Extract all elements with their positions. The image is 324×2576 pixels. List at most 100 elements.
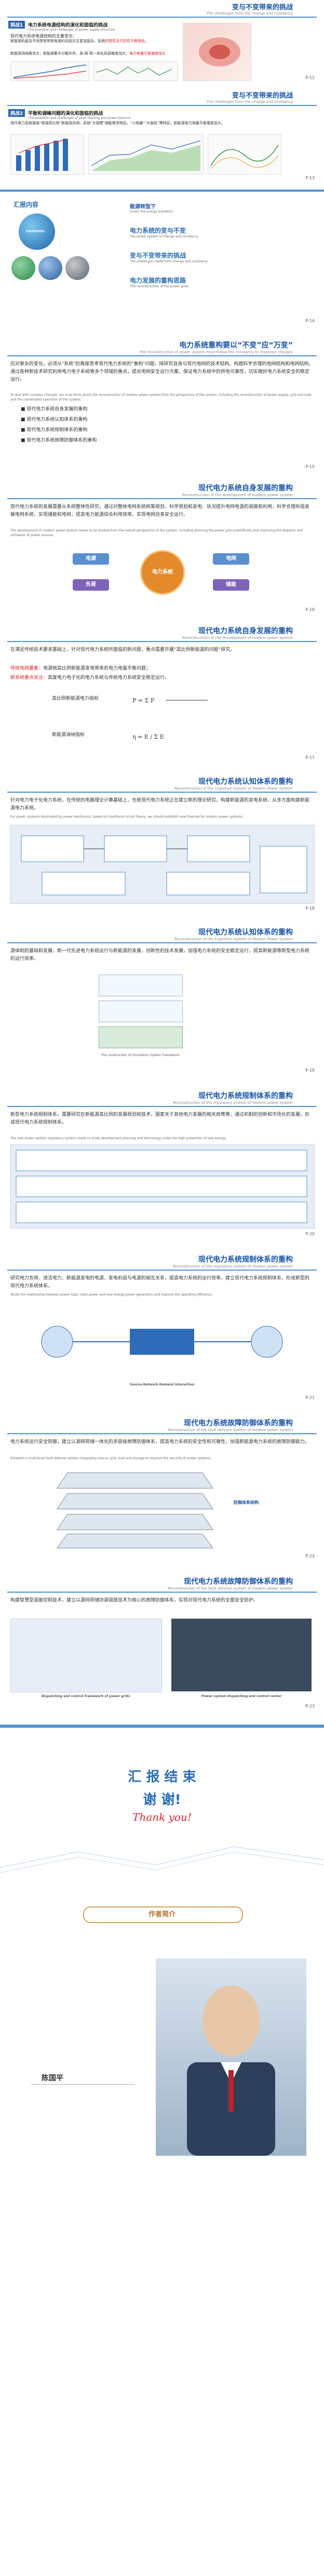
slide-fault-defense-1: 现代电力系统故障防御体系的重构 Reconstruction of the fa… xyxy=(0,1416,324,1566)
divider xyxy=(7,105,317,106)
divider xyxy=(7,1270,317,1271)
slide-subtitle: Reconstruction of the fault defense syst… xyxy=(168,1428,293,1432)
divider xyxy=(7,942,317,943)
bullet-item: ■ 现代电力系统认知体系的重构 xyxy=(21,417,88,422)
slide-fault-defense-2: 现代电力系统故障防御体系的重构 Reconstruction of the fa… xyxy=(0,1574,324,1714)
formula-2: η = E / Σ E xyxy=(130,726,234,747)
dispatch-framework-diagram xyxy=(10,1619,162,1692)
area-chart-image xyxy=(88,134,204,175)
slide-reconstruction-principle: 电力系统重构要以“不变”应“万变” The reconstruction of … xyxy=(0,338,324,475)
divider xyxy=(7,17,317,18)
contents-item-1-en: The power system is change and constancy xyxy=(130,235,198,238)
contents-en: Contents xyxy=(26,229,45,233)
defense-layers-diagram xyxy=(47,1467,223,1551)
slide-self-development-1: 现代电力系统自身发展的重构 Reconstruction of the deve… xyxy=(0,481,324,618)
page-number: P-17 xyxy=(305,755,315,760)
slide-subtitle: The challenges from the change and const… xyxy=(206,100,293,104)
circuit-diagram-graphic xyxy=(21,835,307,896)
load-chart-image xyxy=(93,61,178,81)
slide-closing: 汇 报 结 束 谢 谢! Thank you! xyxy=(0,1725,324,1880)
page-number: P-21 xyxy=(305,1395,315,1400)
circuit-diagram xyxy=(10,825,315,904)
formula-label-2: 新能源消纳指标 xyxy=(52,732,85,738)
slide-contents: 汇报内容 Contents 能源转型下 Under the energy tra… xyxy=(0,190,324,330)
regulatory-framework-diagram xyxy=(10,1144,315,1229)
page-number: P-23 xyxy=(305,1704,315,1709)
section-heading: 能源转型下 xyxy=(130,204,156,210)
slide-title: 现代电力系统认知体系的重构 xyxy=(198,928,293,937)
slide-regulatory-system-1: 现代电力系统规制体系的重构 Reconstruction of the regu… xyxy=(0,1088,324,1244)
formula-label-1: 高比例新能源电力指标 xyxy=(52,696,99,701)
slide-heading: 电力系统电源结构的演化和面临的挑战 xyxy=(28,23,108,28)
author-photo xyxy=(156,1958,306,2156)
slide-title: 现代电力系统故障防御体系的重构 xyxy=(184,1578,293,1586)
author-name-rule xyxy=(31,2084,135,2085)
slide-cognitive-system-2: 现代电力系统认知体系的重构 Reconstruction of the Cogn… xyxy=(0,925,324,1080)
page-number: P-14 xyxy=(305,318,315,323)
system-center-label: 电力系统 xyxy=(152,569,173,575)
contents-item-1: 电力系统的变与不变 xyxy=(130,227,186,234)
slide-subtitle: The challenges from the change and const… xyxy=(206,11,293,16)
slide-subtitle: Reconstruction of the fault defense syst… xyxy=(168,1586,293,1591)
figure-caption-left: Dispatching and control framework of pow… xyxy=(41,1694,130,1698)
tower-icon xyxy=(65,256,89,280)
slide-title: 电力系统重构要以“不变”应“万变” xyxy=(179,341,293,350)
challenge-tag: 挑战1 xyxy=(8,21,25,29)
node-storage: 储能 xyxy=(213,579,249,591)
slide-heading-en: The evolution and challenges of power su… xyxy=(28,28,115,32)
slide-body-en: Establish a multi-level fault defense sy… xyxy=(10,1457,211,1460)
framework-box-top xyxy=(99,975,183,996)
top-band xyxy=(0,190,324,192)
slide-title: 变与不变带来的挑战 xyxy=(232,4,293,11)
slide-body-en: To deal with complex changes, we must th… xyxy=(10,393,312,402)
slide-body-en: Study the relationship between power loa… xyxy=(10,1293,213,1297)
closing-line-1: 汇 报 结 束 xyxy=(128,1769,196,1785)
page-number: P-12 xyxy=(305,75,315,80)
defense-layers-graphic xyxy=(57,1472,213,1549)
slide-title: 现代电力系统认知体系的重构 xyxy=(198,778,293,786)
source-network-diagram xyxy=(10,1303,314,1381)
slide-body: 现代电力系统的发展需要从系统整体性研究，通过对整体电网系统统筹规划、科学规划和发… xyxy=(10,504,310,517)
slide-cognitive-system-1: 现代电力系统认知体系的重构 Reconstruction of the Cogn… xyxy=(0,774,324,917)
challenge-tag: 挑战2 xyxy=(8,109,25,117)
slide-body: 新型电力系统规制体系，需要研究在新能源高比例的发展规划和技术，国家关于其他电力发… xyxy=(10,1112,310,1125)
closing-band xyxy=(0,1725,324,1728)
earth-icon xyxy=(11,256,35,280)
svg-text:P = Σ P: P = Σ P xyxy=(132,697,155,704)
side-label: 防御体系结构 xyxy=(234,1500,259,1505)
page-number: P-22 xyxy=(305,1554,315,1558)
slide-body: 应对复杂的变化，必须从"系统"的角度思考现代电力系统的"重构"问题，除研究自身与… xyxy=(10,362,314,382)
node-load: 负荷 xyxy=(73,579,109,591)
heatmap-image xyxy=(183,23,251,81)
line-chart-graphic xyxy=(13,64,87,79)
bullet-item: ■ 现代电力系统故障防御体系的重构 xyxy=(21,438,97,443)
slide-body-en: For power systems dominated by power ele… xyxy=(10,815,244,819)
formula-graphic-1: P = Σ P xyxy=(132,697,208,704)
svg-text:η = E / Σ E: η = E / Σ E xyxy=(132,733,164,740)
red-point-1: 传统电网要素：电源侧高比例新能源发电带来的电力电量平衡问题； xyxy=(10,666,151,671)
slide-body: 针对电力电子化电力系统，在传统的电路理论计算基础上，也是现代电力系统正在建立新的… xyxy=(10,798,310,811)
slide-title: 现代电力系统规制体系的重构 xyxy=(198,1256,293,1264)
slide-body-en: The development of modern power system n… xyxy=(10,529,303,537)
slide-body: 现代电力系统面临“极端高比例”新能源并网，系统"大规模"储能需求明显，“小电量”… xyxy=(10,121,225,125)
page-number: P-15 xyxy=(305,464,315,469)
page-number: P-18 xyxy=(305,906,315,911)
slide-subtitle: Reconstruction of the Cognitive System o… xyxy=(174,786,293,791)
red-point-2: 新系统重点关注：高度电力电子化的电力系统与传统电力系统安全稳定运行。 xyxy=(10,675,170,680)
slide-body: 电力系统运行安全防御，建立以源网荷储一体化的多层级故障防御体系，提高电力系统的安… xyxy=(10,1439,310,1445)
divider xyxy=(7,355,317,356)
page-number: P-16 xyxy=(305,607,315,612)
bullet-item: ■ 现代电力系统自身发展的重构 xyxy=(21,407,88,412)
node-grid: 电网 xyxy=(213,553,249,565)
slide-title: 现代电力系统规制体系的重构 xyxy=(198,1092,293,1100)
formula-1: P = Σ P xyxy=(130,690,213,711)
author-header xyxy=(83,1906,243,1923)
author-photo-graphic xyxy=(187,1985,275,2156)
slide-subtitle: Reconstruction of the Cognitive System o… xyxy=(174,937,293,941)
area-chart-graphic xyxy=(91,140,201,171)
line-chart-image xyxy=(10,61,89,81)
slide-body: 源体制的基础和发展，新一代先进电力系统运行与新能源的发展，创新性的技术发展，加强… xyxy=(10,949,310,962)
divider xyxy=(7,1106,317,1107)
slide-title: 现代电力系统自身发展的重构 xyxy=(198,484,293,492)
section-heading-en: Under the energy transition xyxy=(130,210,173,213)
